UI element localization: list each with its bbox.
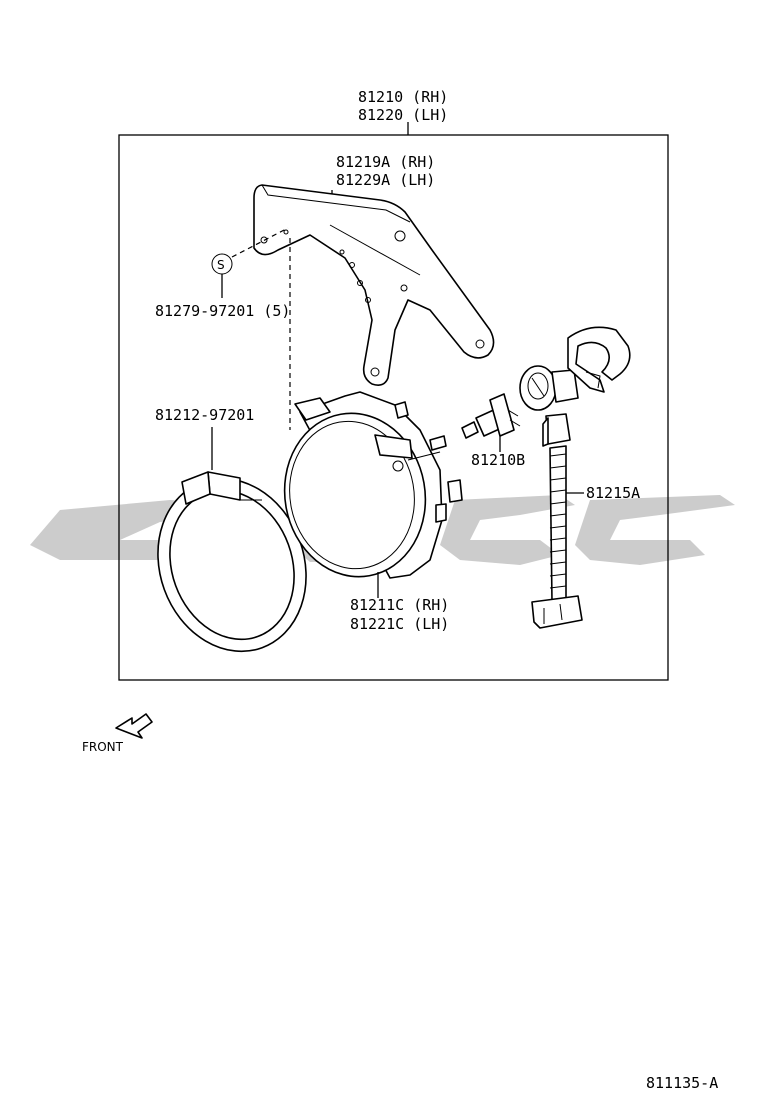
lamp-unit-part xyxy=(283,391,463,579)
screw-symbol: S xyxy=(217,258,225,272)
front-arrow-icon xyxy=(115,713,153,739)
bracket-part xyxy=(253,184,495,386)
front-label: FRONT xyxy=(82,740,124,754)
assembly-label-lh: 81220 (LH) xyxy=(358,106,448,124)
diagram-code: 811135-A xyxy=(646,1074,718,1092)
retaining-ring-part xyxy=(157,471,307,653)
bracket-label-rh: 81219A (RH) xyxy=(336,153,435,171)
assembly-label-rh: 81210 (RH) xyxy=(358,88,448,106)
lamp-unit-label-rh: 81211C (RH) xyxy=(350,596,449,614)
harness-label: 81215A xyxy=(586,484,640,502)
retaining-ring-label: 81212-97201 xyxy=(155,406,254,424)
bulb-part xyxy=(461,393,521,439)
screw-dash-leader xyxy=(231,227,289,258)
assembly-frame xyxy=(118,134,669,681)
bracket-label-lh: 81229A (LH) xyxy=(336,171,435,189)
screw-label: 81279-97201 (5) xyxy=(155,302,290,320)
harness-part xyxy=(531,413,583,629)
lamp-unit-label-lh: 81221C (LH) xyxy=(350,615,449,633)
clamp-cover-part xyxy=(567,326,631,393)
socket-part xyxy=(519,365,579,411)
bulb-label: 81210B xyxy=(471,451,525,469)
